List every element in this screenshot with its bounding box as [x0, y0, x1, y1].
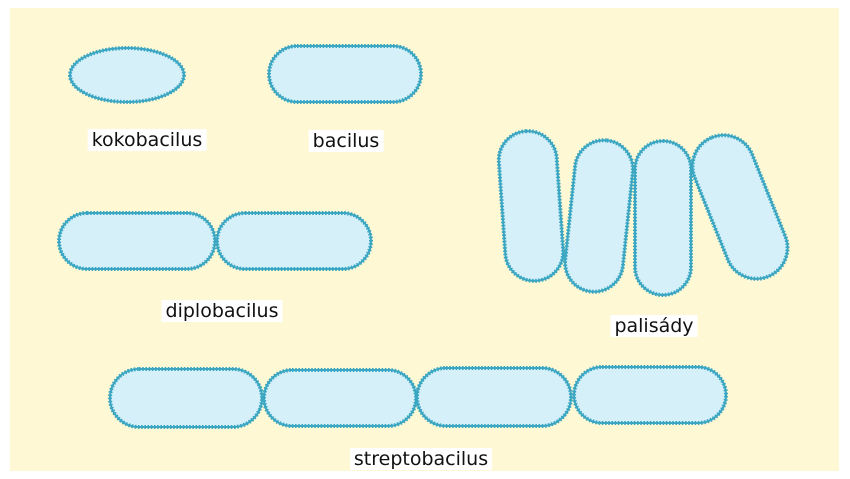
cell-diplobacilus-2 — [217, 213, 371, 269]
cell-kokobacilus — [70, 48, 184, 102]
cell-streptobacilus-1 — [110, 369, 262, 427]
label-kokobacilus: kokobacilus — [88, 129, 207, 151]
cell-streptobacilus-3 — [417, 368, 571, 426]
label-streptobacilus: streptobacilus — [350, 448, 492, 470]
cell-palisady-3 — [635, 141, 691, 295]
cell-palisady-4 — [683, 126, 797, 288]
cell-diplobacilus-1 — [59, 213, 215, 269]
label-diplobacilus: diplobacilus — [162, 300, 283, 322]
label-palisady: palisády — [610, 315, 697, 337]
cell-palisady-2 — [562, 137, 636, 294]
label-bacilus: bacilus — [309, 130, 384, 152]
cell-streptobacilus-2 — [264, 370, 416, 426]
cell-palisady-1 — [497, 129, 565, 283]
cell-streptobacilus-4 — [574, 367, 726, 423]
cell-bacilus — [269, 46, 421, 102]
